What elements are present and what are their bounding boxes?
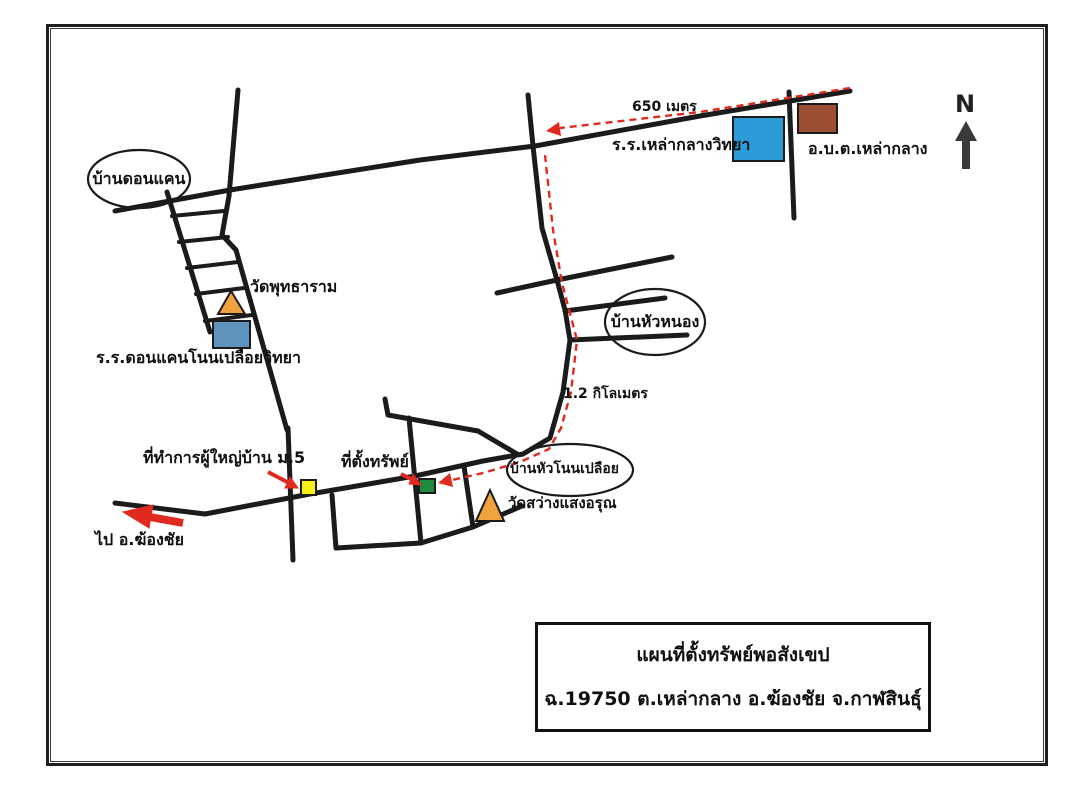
north-arrow-icon [955,121,977,169]
map-border-frame [46,24,1048,766]
property-site-marker [418,478,436,494]
route-dashed-side [451,154,579,482]
map-title-line2: ฉ.19750 ต.เหล่ากลาง อ.ฆ้องชัย จ.กาฬสินธุ… [544,688,922,710]
road-grid-t2 [475,428,520,457]
map-title-line1: แผนที่ตั้งทรัพย์พอสังเขป [636,644,830,666]
road-top [112,88,853,214]
road-rung-1 [170,209,226,218]
road-rung-2 [177,235,230,244]
road-ne-diagonal [494,254,675,296]
wat-phuttharam-marker [216,289,247,315]
label-wat-sawang: วัดสว่างแสงอรุณ [508,494,617,512]
label-wat-phuttharam: วัดพุทธาราม [250,277,338,296]
route-dashed-top [559,86,851,130]
road-grid-t1 [382,396,481,434]
road-right-vertical [786,89,797,221]
label-sao-lao-klang: อ.บ.ต.เหล่ากลาง [808,139,928,158]
label-to-khong-chai: ไป อ.ฆ้องชัย [95,530,184,549]
road-rung-3 [185,260,240,270]
label-distance-650m: 650 เมตร [632,99,697,115]
road-grid-b1 [333,540,424,551]
label-village-hua-non-pluey: บ้านหัวโนนเปลือย [510,461,619,477]
route-arrowhead-top [546,122,561,136]
road-rung-4 [194,286,246,296]
label-distance-1-2km: 1.2 กิโลเมตร [563,386,648,402]
village-ellipse-hua-nong [603,287,707,357]
road-grid-v2 [329,492,339,551]
route-arrowhead-property [438,473,453,487]
road-branch-low [567,332,690,343]
label-village-hua-nong: บ้านหัวหนอง [610,312,700,331]
headman-arrow-head [284,476,299,489]
map-title-box: แผนที่ตั้งทรัพย์พอสังเขป ฉ.19750 ต.เหล่า… [535,622,931,732]
label-property-site: ที่ตั้งทรัพย์ [341,452,409,471]
road-branch-mid [562,295,668,314]
road-main-route [112,92,573,517]
label-school-don-kaen: ร.ร.ดอนแคนโนนเปลือยวิทยา [96,348,302,367]
headman-arrow-shaft [267,470,290,485]
wat-sawang-marker [474,487,506,522]
headman-office-marker [300,479,317,496]
west-arrow-head [121,504,154,529]
sao-lao-klang-marker [797,103,838,134]
label-headman-office: ที่ทำการผู้ใหญ่บ้าน ม.5 [143,448,306,467]
road-grid-v1 [285,425,296,563]
village-ellipse-don-kaen [86,148,192,210]
label-village-don-kaen: บ้านดอนแคน [92,169,186,188]
school-don-kaen-marker [212,320,251,349]
village-ellipse-hua-non-pluey [505,442,635,498]
north-letter: N [954,90,976,118]
school-lao-klang-marker [732,116,785,162]
label-school-lao-klang: ร.ร.เหล่ากลางวิทยา [612,135,751,154]
west-arrow-shaft [149,513,184,527]
road-grid-b2 [418,524,476,546]
property-arrow-head [408,472,423,486]
road-ladder-right [219,87,290,433]
